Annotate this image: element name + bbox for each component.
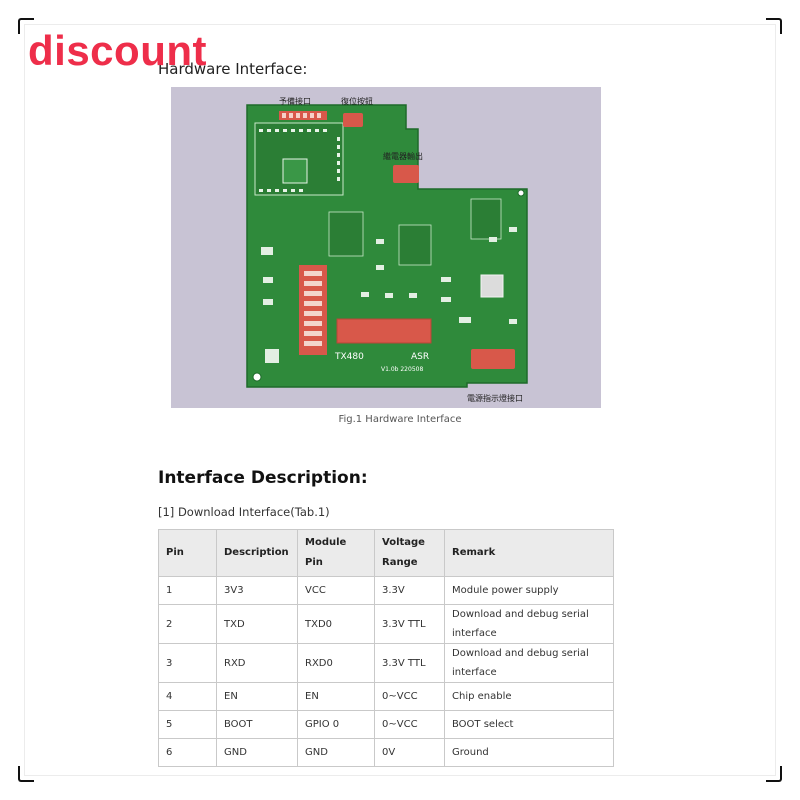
cell-description: EN — [216, 682, 298, 711]
hardware-heading: Hardware Interface: — [158, 60, 308, 78]
cell-voltage: 3.3V TTL — [374, 643, 445, 683]
cell-module-pin: VCC — [297, 576, 375, 605]
corner-mark-top-right — [766, 18, 782, 34]
board-label-power-indicator: 電源指示燈接口 — [467, 393, 523, 403]
cell-voltage: 0V — [374, 738, 445, 767]
cell-remark: BOOT select — [444, 710, 614, 739]
board-label-model: TX480 — [334, 352, 364, 362]
board-label-reset-button: 復位按鈕 — [341, 96, 373, 106]
corner-mark-bottom-right — [766, 766, 782, 782]
discount-badge: discount — [28, 27, 207, 74]
cell-description: 3V3 — [216, 576, 298, 605]
table-caption: [1] Download Interface(Tab.1) — [158, 505, 330, 519]
cell-module-pin: GPIO 0 — [297, 710, 375, 739]
cell-pin: 1 — [158, 576, 217, 605]
corner-mark-bottom-left — [18, 766, 34, 782]
download-interface-table: Pin Description Module Pin Voltage Range… — [158, 529, 614, 767]
cell-description: RXD — [216, 643, 298, 683]
board-label-asr: ASR — [411, 352, 429, 362]
cell-pin: 6 — [158, 738, 217, 767]
pcb-photo: 予備接口 復位按鈕 繼電器輸出 TX480 V1.0b 220508 ASR 電… — [171, 87, 601, 408]
board-label-relay-output: 繼電器輸出 — [383, 151, 423, 161]
table-row: 2 TXD TXD0 3.3V TTL Download and debug s… — [158, 604, 614, 644]
cell-voltage: 0~VCC — [374, 710, 445, 739]
cell-remark: Module power supply — [444, 576, 614, 605]
table-header-row: Pin Description Module Pin Voltage Range… — [158, 529, 614, 577]
board-label-spare-port: 予備接口 — [279, 96, 311, 106]
cell-description: TXD — [216, 604, 298, 644]
header-pin: Pin — [158, 529, 217, 577]
pcb-board-illustration: 予備接口 復位按鈕 繼電器輸出 TX480 V1.0b 220508 ASR 電… — [171, 87, 601, 408]
board-label-version: V1.0b 220508 — [381, 366, 423, 373]
cell-voltage: 3.3V TTL — [374, 604, 445, 644]
cell-voltage: 3.3V — [374, 576, 445, 605]
cell-remark: Chip enable — [444, 682, 614, 711]
figure-caption: Fig.1 Hardware Interface — [338, 414, 462, 425]
cell-remark: Download and debug serial interface — [444, 643, 614, 683]
header-description: Description — [216, 529, 298, 577]
header-remark: Remark — [444, 529, 614, 577]
cell-module-pin: EN — [297, 682, 375, 711]
header-voltage-range: Voltage Range — [374, 529, 445, 577]
corner-mark-top-left — [18, 18, 34, 34]
cell-remark: Download and debug serial interface — [444, 604, 614, 644]
table-row: 4 EN EN 0~VCC Chip enable — [158, 682, 614, 711]
cell-pin: 4 — [158, 682, 217, 711]
cell-module-pin: TXD0 — [297, 604, 375, 644]
table-row: 5 BOOT GPIO 0 0~VCC BOOT select — [158, 710, 614, 739]
cell-description: BOOT — [216, 710, 298, 739]
cell-module-pin: RXD0 — [297, 643, 375, 683]
cell-pin: 2 — [158, 604, 217, 644]
cell-module-pin: GND — [297, 738, 375, 767]
page-frame — [24, 24, 776, 776]
table-row: 1 3V3 VCC 3.3V Module power supply — [158, 576, 614, 605]
cell-description: GND — [216, 738, 298, 767]
header-module-pin: Module Pin — [297, 529, 375, 577]
cell-pin: 3 — [158, 643, 217, 683]
table-row: 3 RXD RXD0 3.3V TTL Download and debug s… — [158, 643, 614, 683]
cell-voltage: 0~VCC — [374, 682, 445, 711]
cell-remark: Ground — [444, 738, 614, 767]
table-row: 6 GND GND 0V Ground — [158, 738, 614, 767]
cell-pin: 5 — [158, 710, 217, 739]
interface-description-heading: Interface Description: — [158, 468, 368, 488]
